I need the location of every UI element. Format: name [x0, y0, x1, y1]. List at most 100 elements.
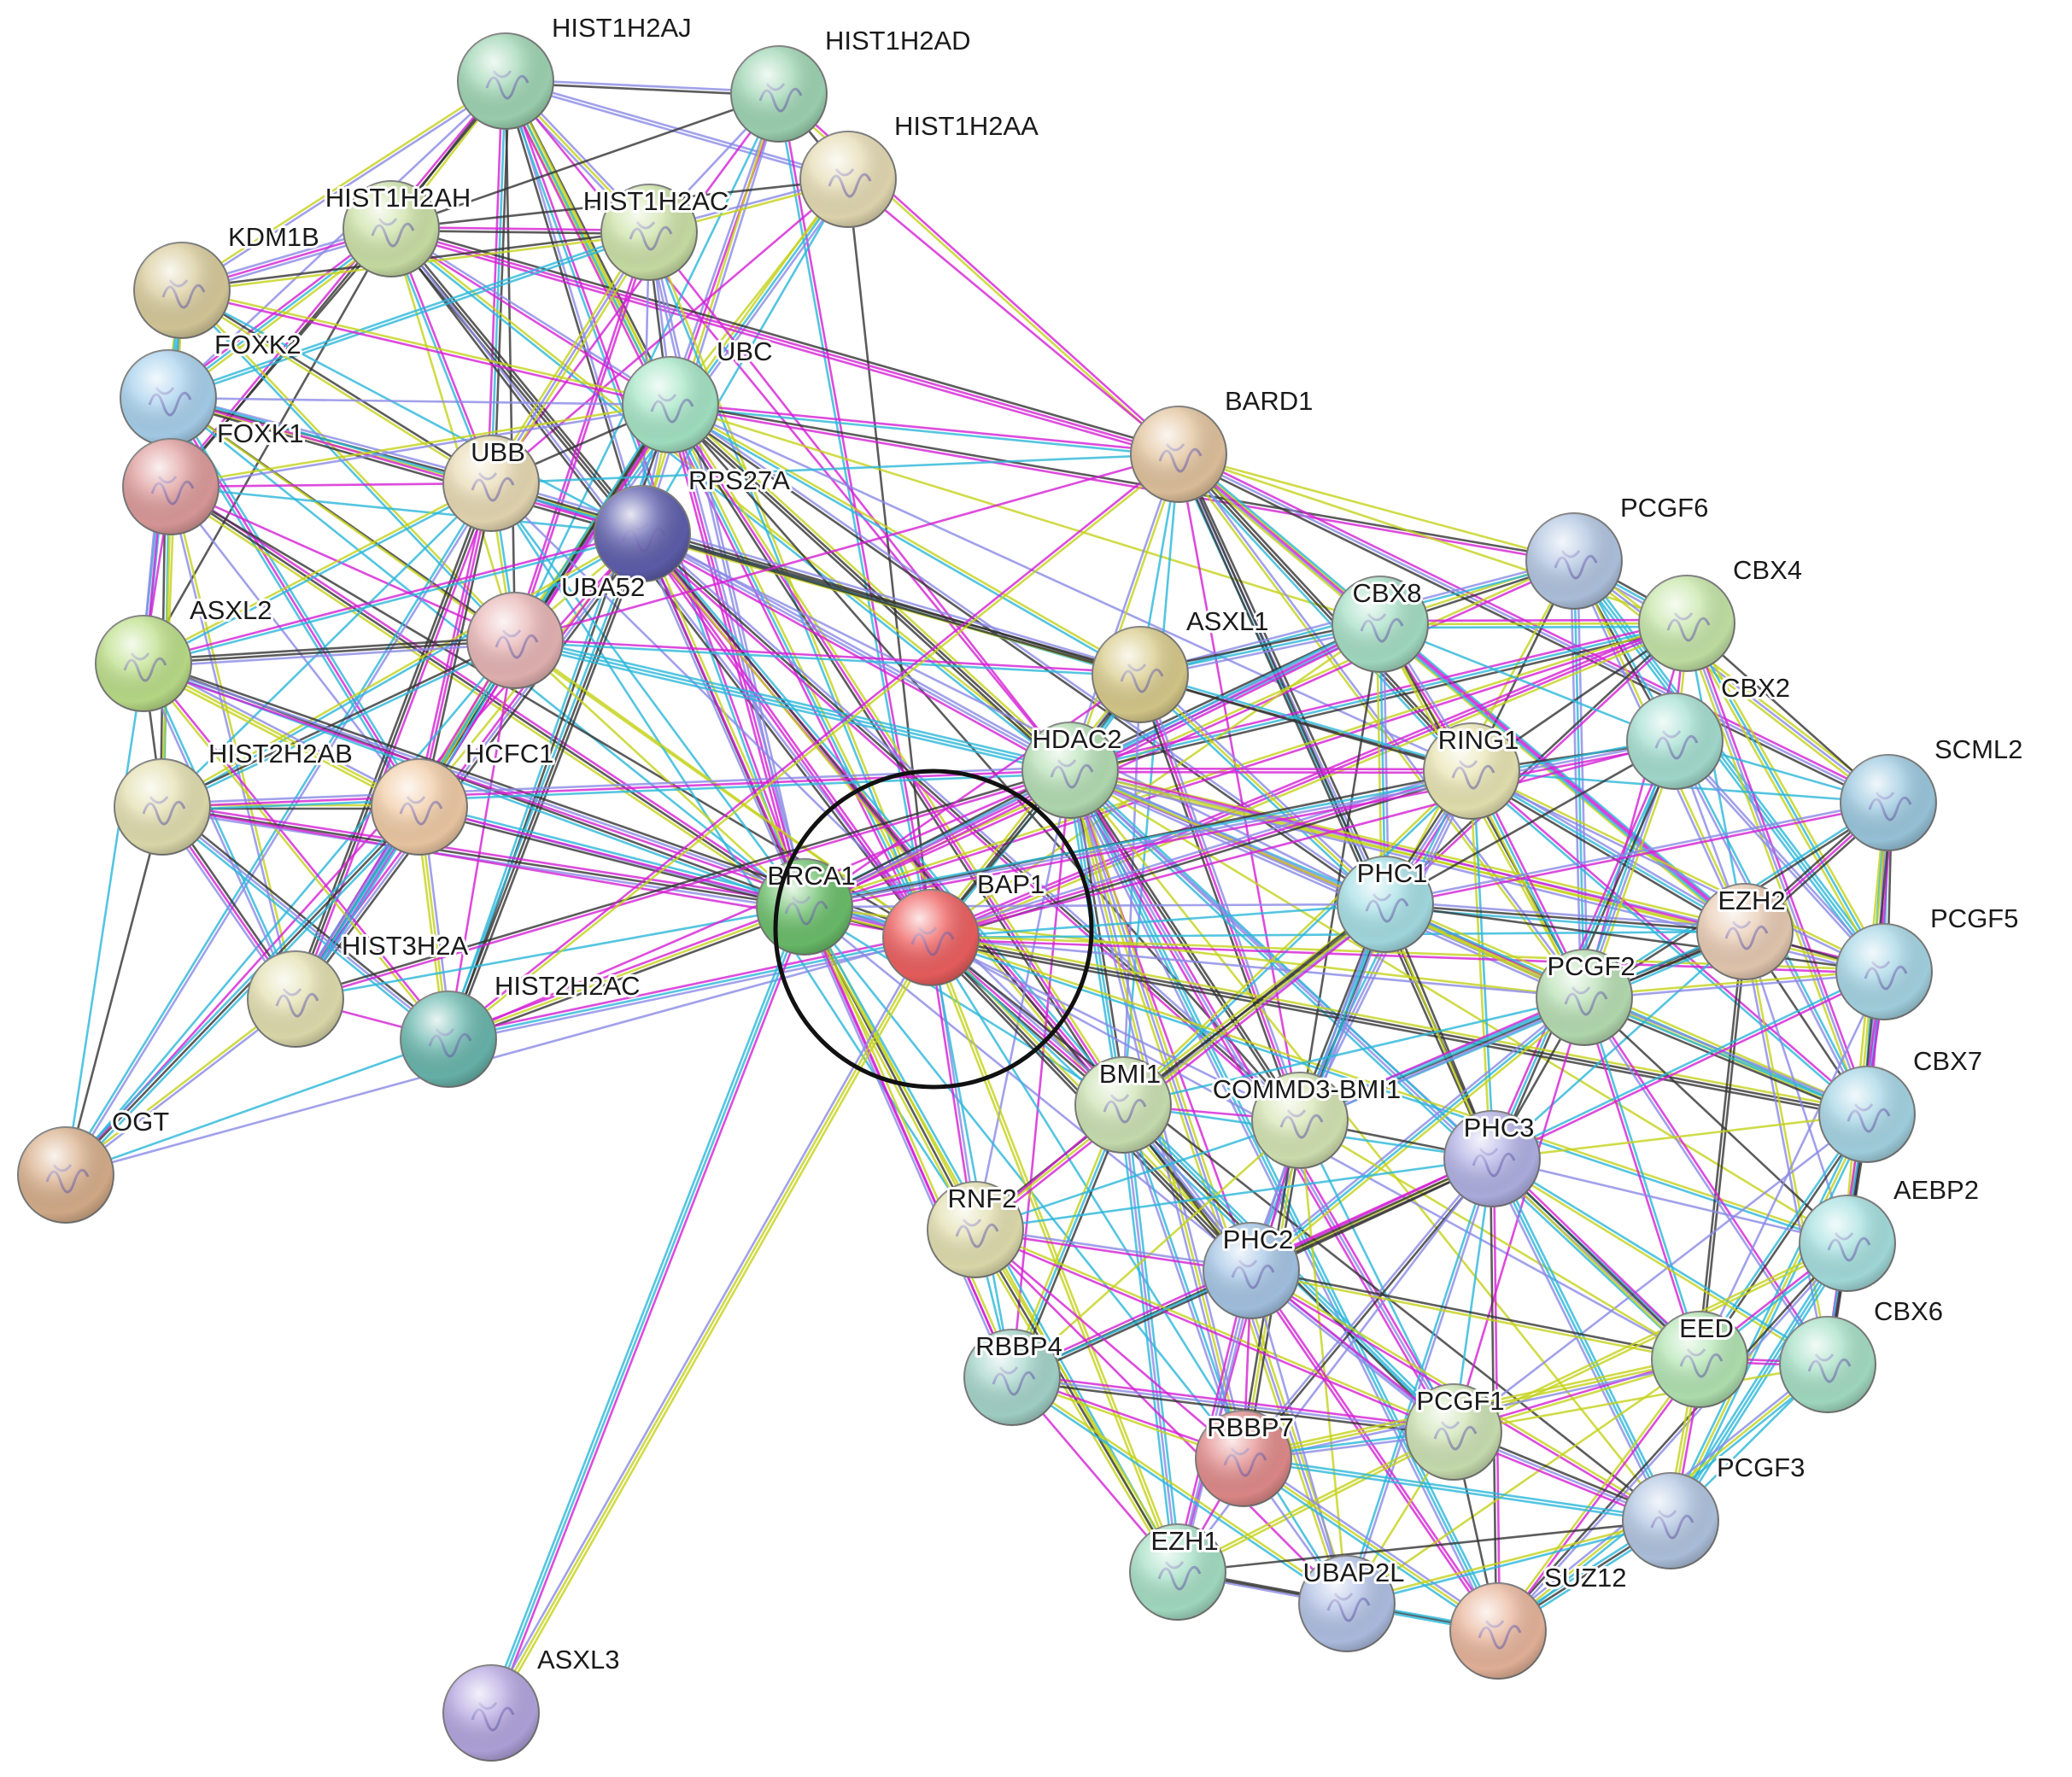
node-label: PCGF2: [1547, 951, 1635, 981]
node-ring1[interactable]: RING1: [1423, 722, 1521, 820]
node-label: PCGF6: [1620, 493, 1708, 523]
node-cbx6[interactable]: CBX6: [1779, 1294, 1946, 1413]
node-hist1h2ad[interactable]: HIST1H2AD: [730, 23, 974, 143]
node-gloss: [401, 991, 496, 1087]
node-label: BARD1: [1225, 386, 1313, 416]
edge-AEBP2-SUZ12: [1498, 1243, 1850, 1634]
node-cbx7[interactable]: CBX7: [1818, 1043, 1985, 1163]
node-cbx8[interactable]: CBX8: [1332, 576, 1429, 673]
node-cbx2[interactable]: CBX2: [1626, 670, 1793, 790]
edge-RPS27A-BMI1: [643, 530, 1127, 1104]
edge-CBX7-PCGF3: [1666, 1111, 1865, 1521]
edge-ASXL2-HIST2H2AC: [143, 661, 451, 1040]
edge-HIST1H2AC-UBA52: [515, 231, 653, 642]
node-asxl2[interactable]: ASXL2: [95, 593, 275, 712]
node-phc3[interactable]: PHC3: [1443, 1110, 1541, 1207]
node-ogt[interactable]: OGT: [17, 1104, 172, 1224]
node-gloss: [1836, 924, 1932, 1020]
node-hist1h2aa[interactable]: HIST1H2AA: [799, 108, 1041, 228]
node-gloss: [114, 759, 210, 855]
edge-HIST1H2AC-HDAC2: [647, 231, 1072, 772]
node-pcgf1[interactable]: PCGF1: [1405, 1383, 1507, 1481]
node-pcgf6[interactable]: PCGF6: [1525, 490, 1711, 610]
edge-CBX4-CBX7: [1689, 621, 1872, 1114]
node-bmi1[interactable]: BMI1: [1074, 1056, 1172, 1154]
node-hdac2[interactable]: HDAC2: [1021, 722, 1125, 819]
node-suz12[interactable]: SUZ12: [1449, 1560, 1629, 1680]
node-scml2[interactable]: SCML2: [1840, 732, 2025, 851]
edge-CBX6-PCGF1: [1452, 1363, 1829, 1434]
edge-RING1-CBX7: [1469, 771, 1867, 1117]
node-label: HIST2H2AB: [208, 739, 353, 769]
edge-CBX2-PCGF5: [1675, 739, 1887, 972]
edge-UBC-PCGF6: [670, 401, 1576, 561]
node-uba52[interactable]: UBA52: [466, 570, 647, 689]
node-gloss: [343, 181, 439, 277]
node-ubap2l[interactable]: UBAP2L: [1298, 1555, 1407, 1652]
edge-RNF2-EZH1: [971, 1230, 1176, 1575]
edge-RBBP4-UBAP2L: [1011, 1375, 1349, 1604]
edge-HIST2H2AC-BAP1: [446, 932, 932, 1038]
node-rbbp4[interactable]: RBBP4: [963, 1329, 1065, 1426]
edge-UBA52-HIST2H2AC: [447, 639, 517, 1041]
edge-PCGF6-SCML2: [1575, 557, 1892, 802]
edge-UBB-HIST3H2A: [294, 482, 493, 1001]
edge-HDAC2-EED: [1066, 771, 1699, 1364]
node-hcfc1[interactable]: HCFC1: [371, 736, 556, 856]
node-hist3h2a[interactable]: HIST3H2A: [247, 928, 471, 1048]
edge-PHC1-RNF2: [974, 903, 1387, 1231]
node-pcgf5[interactable]: PCGF5: [1835, 901, 2021, 1020]
node-label: BMI1: [1099, 1059, 1161, 1089]
edge-PCGF2-COMMD3-BMI1: [1300, 999, 1587, 1125]
edge-ASXL3-BAP1: [489, 936, 933, 1715]
node-rps27a[interactable]: RPS27A: [594, 463, 793, 582]
edge-HIST1H2AH-RPS27A: [392, 225, 647, 533]
node-commd3-bmi1[interactable]: COMMD3-BMI1: [1210, 1072, 1403, 1169]
edge-FOXK2-RPS27A: [167, 396, 644, 535]
node-hist1h2aj[interactable]: HIST1H2AJ: [457, 10, 694, 130]
edge-PHC3-AEBP2: [1490, 1157, 1849, 1245]
edge-PCGF6-PCGF5: [1570, 562, 1883, 975]
node-phc1[interactable]: PHC1: [1337, 856, 1434, 953]
node-asxl3[interactable]: ASXL3: [442, 1642, 623, 1762]
node-brca1[interactable]: BRCA1: [756, 858, 858, 956]
node-kdm1b[interactable]: KDM1B: [133, 219, 322, 339]
node-ubc[interactable]: UBC: [622, 334, 775, 453]
edge-RPS27A-ASXL2: [143, 534, 644, 667]
node-bap1[interactable]: BAP1: [882, 867, 1047, 986]
node-gloss: [134, 243, 230, 338]
edge-BARD1-SCML2: [1175, 456, 1888, 807]
node-ezh1[interactable]: EZH1: [1129, 1523, 1226, 1621]
node-pcgf3[interactable]: PCGF3: [1622, 1450, 1807, 1569]
node-asxl1[interactable]: ASXL1: [1092, 604, 1272, 723]
node-pcgf2[interactable]: PCGF2: [1536, 949, 1638, 1046]
node-ezh2[interactable]: EZH2: [1696, 883, 1794, 980]
edge-CBX4-CBX8: [1378, 625, 1689, 629]
node-gloss: [1841, 755, 1936, 851]
node-label: RBBP7: [1207, 1412, 1294, 1442]
node-hist1h2ah[interactable]: HIST1H2AH: [323, 180, 473, 278]
edge-RPS27A-HIST2H2AC: [447, 532, 644, 1041]
node-phc2[interactable]: PHC2: [1203, 1222, 1300, 1319]
node-bard1[interactable]: BARD1: [1130, 383, 1315, 503]
node-gloss: [443, 435, 539, 531]
node-hist2h2ab[interactable]: HIST2H2AB: [114, 736, 355, 856]
node-label: EZH1: [1150, 1526, 1218, 1556]
edge-PCGF2-EED: [1584, 996, 1703, 1360]
node-foxk2[interactable]: FOXK2: [120, 327, 304, 447]
node-hist1h2ac[interactable]: HIST1H2AC: [581, 184, 731, 281]
node-ubb[interactable]: UBB: [442, 435, 540, 532]
node-cbx4[interactable]: CBX4: [1638, 552, 1805, 672]
node-foxk1[interactable]: FOXK1: [122, 416, 307, 535]
edge-HDAC2-UBAP2L: [1072, 768, 1352, 1605]
edge-PCGF3-EZH1: [1176, 1519, 1672, 1574]
edge-BAP1-EZH2: [929, 930, 1747, 939]
node-rnf2[interactable]: RNF2: [927, 1181, 1024, 1278]
edge-CBX2-PHC3: [1488, 739, 1673, 1159]
edge-HIST1H2AC-UBA52: [512, 231, 649, 641]
node-aebp2[interactable]: AEBP2: [1799, 1172, 1981, 1292]
edge-PCGF2-PHC2: [1252, 998, 1588, 1275]
node-rbbp7[interactable]: RBBP7: [1195, 1410, 1296, 1507]
node-eed[interactable]: EED: [1651, 1311, 1748, 1408]
node-hist2h2ac[interactable]: HIST2H2AC: [400, 968, 643, 1088]
